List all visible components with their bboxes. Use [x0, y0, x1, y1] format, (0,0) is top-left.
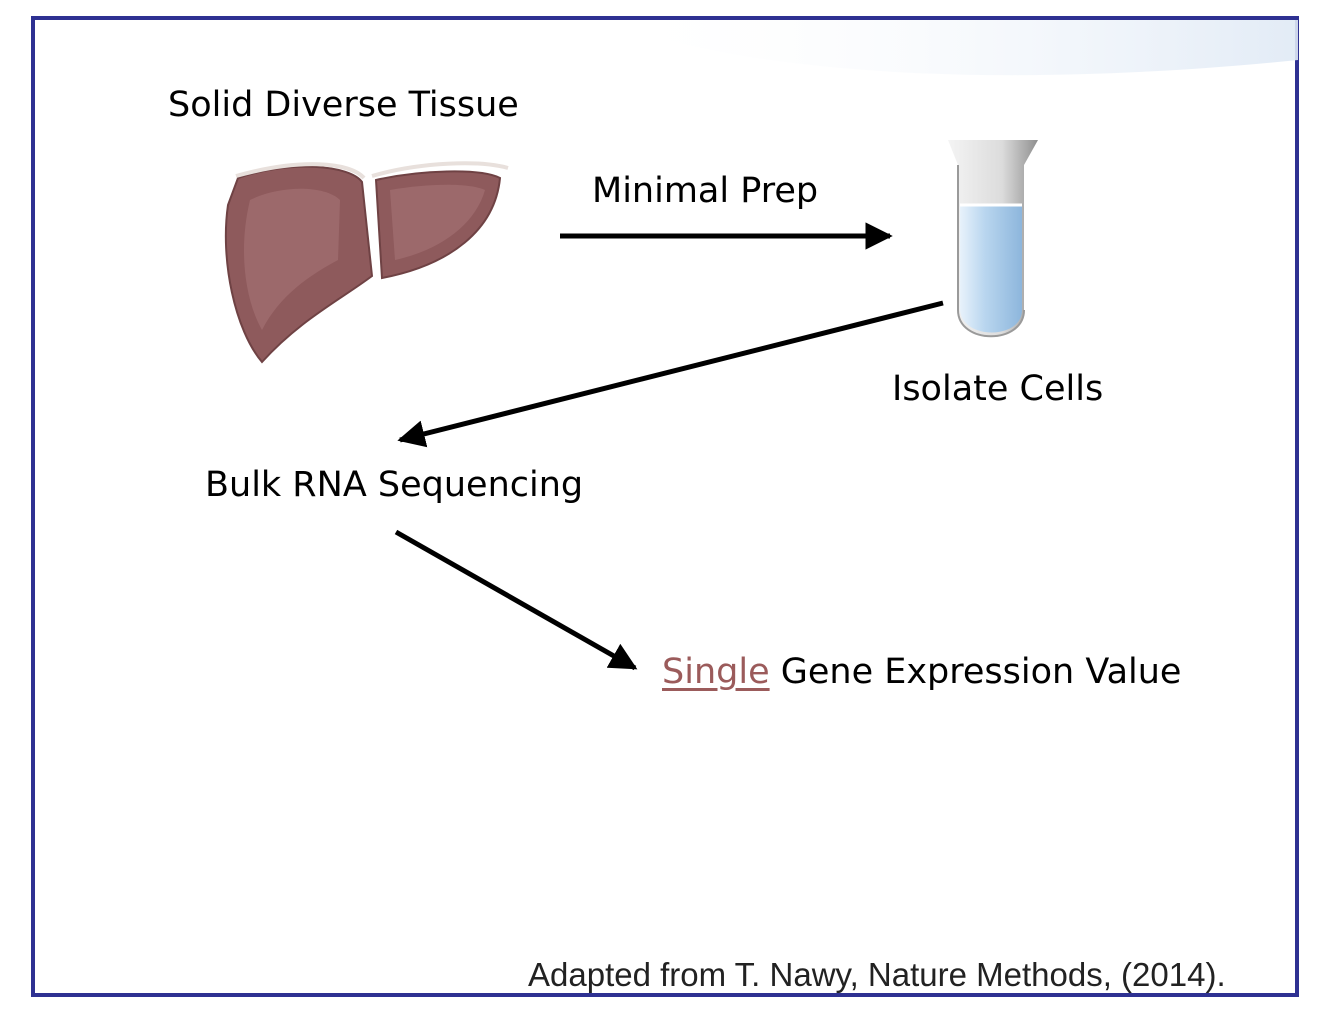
arrow-to-bulk	[397, 300, 944, 448]
single-emphasis: Single	[662, 652, 770, 692]
liver-icon	[224, 161, 509, 364]
tissue-label: Solid Diverse Tissue	[168, 85, 519, 125]
result-label: Single Gene Expression Value	[662, 655, 1181, 690]
prep-label: Minimal Prep	[592, 171, 819, 211]
test-tube-icon	[948, 140, 1038, 338]
arrow-to-result	[394, 529, 638, 671]
citation: Adapted from T. Nawy, Nature Methods, (2…	[528, 956, 1226, 993]
header-swoosh	[600, 20, 1298, 76]
result-text: Gene Expression Value	[769, 652, 1182, 692]
isolate-label: Isolate Cells	[892, 369, 1104, 409]
bulk-label: Bulk RNA Sequencing	[205, 465, 584, 505]
